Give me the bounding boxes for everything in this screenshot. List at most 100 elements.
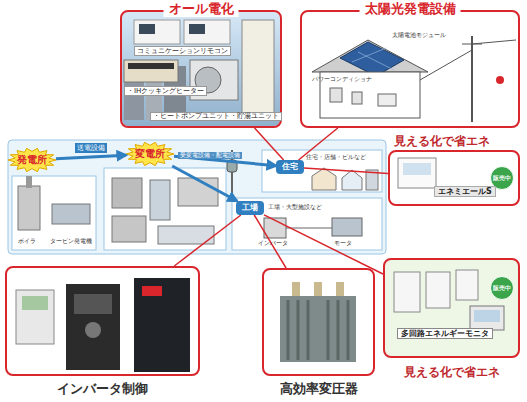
grid-overview-part [26,176,32,188]
grid-overview [8,140,386,254]
inverter-photos-part [85,322,101,338]
node-heading: インバータ制御 [52,382,153,397]
node-heading: 見える化で省エネ [399,366,505,380]
inverter-photos-part [142,286,162,296]
transformer-photo-part [314,282,322,296]
node-heading: 発電所 [17,154,47,166]
all-electric-photo-part [184,20,230,44]
node-heading: ・IHクッキングヒーター [127,87,204,95]
site-badge: 住宅 [276,160,304,174]
grid-overview-part [12,176,96,250]
node-text: エネミエールS [434,186,496,197]
grid-overview-part [262,150,382,192]
node-heading: ・ヒートポンプユニット・貯湯ユニット [153,113,279,120]
all-electric-photo-part [139,24,155,34]
all-electric-photo-part [128,63,174,69]
monitor-photos [385,260,518,356]
part-label: パワーコンディショナ [312,76,372,83]
grid-overview-part [158,226,214,244]
node-heading: コミュニケーションリモコン [137,47,228,55]
grid-overview-part [112,178,142,208]
energy-display-device [398,158,436,188]
node-heading: 販売中 [493,285,511,292]
solar-house-drawing-part [472,40,516,44]
flow-arrow [172,166,237,201]
node-heading: 高効率変圧器 [275,382,363,397]
node-heading: 販売中 [493,175,511,182]
grid-overview-part [342,170,362,190]
site-badge: 工場 [236,201,264,215]
callout-panel: オール電化コミュニケーションリモコン・IHクッキングヒーター・ヒートポンプユニッ… [120,10,282,128]
part-label: モータ [334,240,352,247]
solar-house-drawing-part [330,88,342,102]
monitor-photos-part [426,272,450,308]
solar-house-drawing-part [378,94,396,106]
transformer-photo-part [336,282,344,296]
node-heading: 太陽光発電設備 [360,2,461,17]
leader-connector [174,215,241,266]
solar-house-drawing-part [352,48,386,62]
node-heading: 工場 [242,203,258,212]
node-heading: オール電化 [164,2,239,17]
grid-overview-part [112,216,146,242]
grid-overview-part [150,180,170,220]
node-heading: 見える化で省エネ [394,135,490,149]
transformer-photo [280,282,356,362]
inverter-photos [16,278,190,372]
all-electric-photo-part [242,20,274,114]
callout-panel: 見える化で省エネエネミエールS販売中 [388,150,520,206]
photo-tag: ・ヒートポンプユニット・貯湯ユニット [150,112,282,121]
transformer-photo-part [292,282,300,296]
inverter-photos-part [22,296,48,310]
photo-tag: ・IHクッキングヒーター [124,86,207,96]
inverter-photos-part [74,294,112,314]
grid-overview-part [264,218,286,238]
grid-overview-part [366,170,378,190]
part-label: 工場・大型施設など [268,204,322,211]
leader-connector [255,128,284,160]
photo-tag: コミュニケーションリモコン [134,46,231,56]
burst-outline [126,142,174,165]
leader-connector [304,168,388,174]
monitor-photos-part [474,310,500,322]
callout-panel: 太陽光発電設備 [300,10,520,128]
site-burst: 変電所 [126,142,174,166]
solar-house-drawing [302,12,518,126]
energy-display-device-part [403,163,431,175]
grid-overview-part [232,198,382,250]
transformer-photo-part [297,300,300,360]
solar-house-drawing-part [358,52,394,70]
solar-house-drawing-part [352,92,362,104]
transformer-photo-part [327,300,330,360]
solar-house-drawing-part [302,12,518,126]
site-burst: 発電所 [8,148,56,172]
callout-panel: 高効率変圧器 [262,268,375,376]
grid-overview-part [227,160,237,172]
part-label: タービン発電機 [50,238,92,245]
monitor-photos-part [385,260,518,356]
monitor-photos-part [470,306,504,330]
node-heading: 変電所 [135,148,165,160]
part-label: 住宅・店舗・ビルなど [306,154,366,161]
transformer-photo-part [337,300,340,360]
solar-house-drawing-part [496,76,504,84]
inverter-photos-part [134,278,190,372]
grid-overview-part [104,168,226,250]
all-electric-photo [122,12,280,126]
inverter-photos-part [66,284,120,370]
edge-label: 送電設備 [75,143,107,153]
burst-outline [8,148,56,171]
part-label: インバータ [258,240,288,247]
solar-house-drawing-part [340,42,404,76]
solar-house-drawing-part [471,36,473,122]
grid-overview-part [52,204,90,224]
part-label: ボイラ [18,238,36,245]
grid-overview-part [312,168,336,190]
all-electric-photo-part [122,12,280,126]
monitor-photos-part [456,270,478,300]
grid-overview-part [8,140,386,254]
all-electric-photo-part [134,20,180,44]
callout-panel: インバータ制御 [5,266,200,376]
